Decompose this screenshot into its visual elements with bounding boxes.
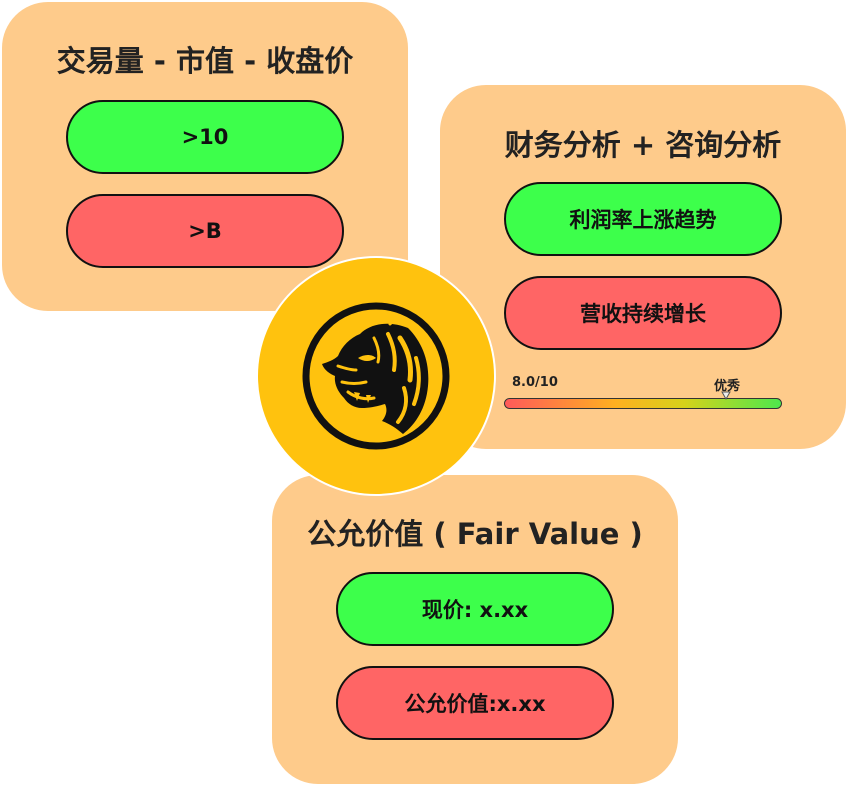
positive-indicator-pill: >10 [66,100,344,174]
positive-indicator-pill: 利润率上涨趋势 [504,182,782,256]
tiger-logo [258,258,494,494]
card-title: 公允价值 ( Fair Value ) [307,517,643,551]
card-title: 财务分析 + 咨询分析 [504,128,782,162]
fair-value-card: 公允价值 ( Fair Value ) 现价: x.xx 公允价值:x.xx [272,475,678,784]
score-rating: 优秀 [714,379,741,394]
score-gradient-bar [504,398,782,409]
tiger-head-icon [302,302,450,450]
card-title: 交易量 - 市值 - 收盘价 [56,44,354,78]
score-value: 8.0/10 [512,375,558,390]
financial-analysis-card: 财务分析 + 咨询分析 利润率上涨趋势 营收持续增长 8.0/10 优秀 [440,85,846,449]
score-marker-icon [721,391,732,400]
fair-value-pill: 公允价值:x.xx [336,666,614,740]
current-price-pill: 现价: x.xx [336,572,614,646]
volume-marketcap-close-card: 交易量 - 市值 - 收盘价 >10 >B [2,2,408,311]
negative-indicator-pill: >B [66,194,344,268]
negative-indicator-pill: 营收持续增长 [504,276,782,350]
